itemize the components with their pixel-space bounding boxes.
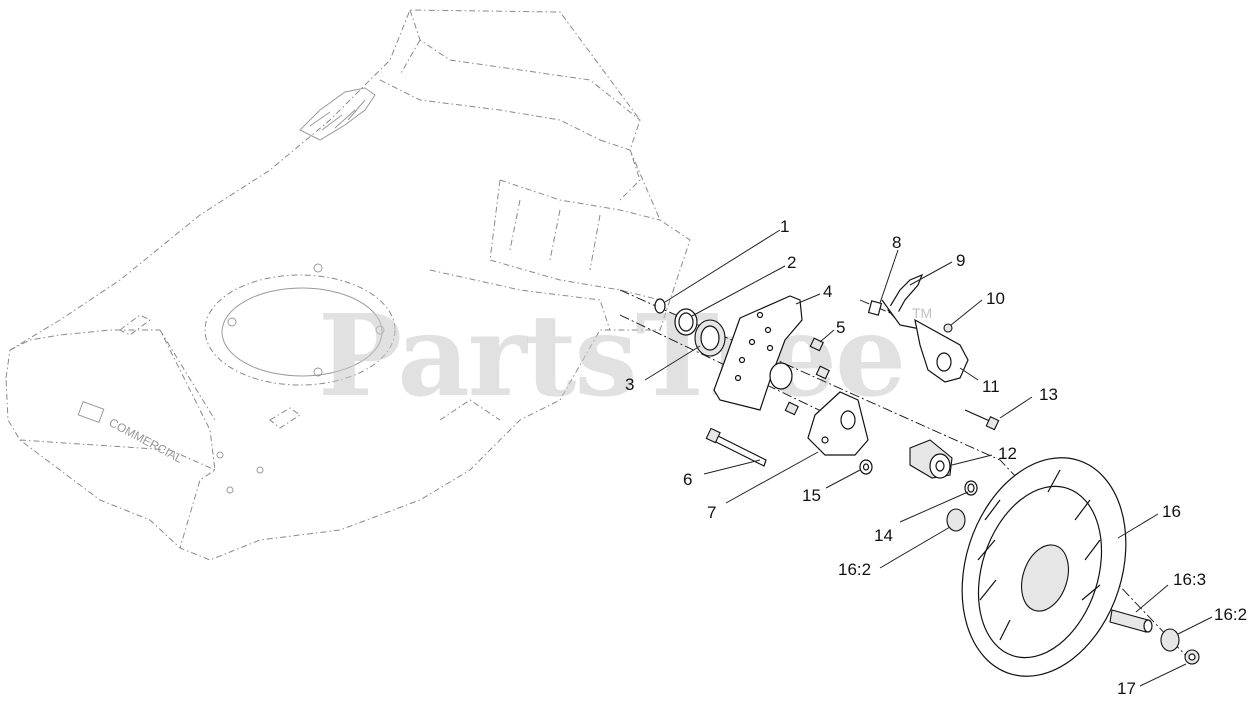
callout-16-2-inner: 16:2: [838, 560, 871, 579]
deck-brand-text: COMMERCIAL: [107, 415, 186, 466]
part-3-bearing: [694, 319, 726, 357]
callout-labels: 1 2 3 4 5 6 7 8 9 10 11 12 13 14 15 16 1…: [625, 217, 1247, 698]
part-15-washer: [859, 459, 873, 475]
part-16-wheel: [961, 457, 1127, 677]
watermark-text: PartsTree: [318, 291, 904, 422]
callout-14: 14: [874, 526, 893, 545]
part-13-screw: [964, 409, 1000, 431]
part-16-2-spacer-outer: [1160, 628, 1180, 652]
callout-16-3: 16:3: [1173, 570, 1206, 589]
part-17-nut: [1184, 649, 1200, 665]
callout-9: 9: [956, 251, 965, 270]
callout-10: 10: [986, 289, 1005, 308]
watermark: PartsTree TM: [318, 291, 932, 422]
part-8-clip: [867, 300, 883, 316]
callout-8: 8: [892, 233, 901, 252]
callout-13: 13: [1039, 385, 1058, 404]
part-2-ring: [674, 308, 698, 336]
part-1-bushing: [654, 298, 666, 314]
callout-7: 7: [707, 503, 716, 522]
callout-4: 4: [823, 282, 832, 301]
callout-3: 3: [625, 375, 634, 394]
leader-lines: [644, 229, 1213, 687]
callout-1: 1: [780, 217, 789, 236]
mower-deck-outline: COMMERCIAL: [5, 9, 691, 561]
callout-16-2-outer: 16:2: [1214, 605, 1247, 624]
part-14-washer: [964, 480, 978, 496]
callout-6: 6: [683, 470, 692, 489]
callout-16: 16: [1162, 502, 1181, 521]
part-11-lever-arm: [914, 318, 969, 383]
callout-15: 15: [802, 486, 821, 505]
part-16-3-bushing: [1109, 609, 1153, 633]
callout-11: 11: [982, 377, 1000, 396]
callout-17: 17: [1117, 679, 1136, 698]
part-12-spindle: [909, 439, 953, 479]
callout-5: 5: [836, 318, 845, 337]
part-7-pivot-bracket: [807, 391, 869, 456]
callout-2: 2: [787, 253, 796, 272]
watermark-trademark: TM: [912, 305, 932, 321]
part-16-2-spacer-inner: [946, 508, 966, 532]
part-6-axle-bolt: [705, 427, 767, 467]
callout-12: 12: [998, 444, 1017, 463]
part-10-screw: [943, 323, 953, 333]
part-4-adjust-plate: [713, 295, 803, 411]
exploded-parts: [619, 273, 1200, 677]
